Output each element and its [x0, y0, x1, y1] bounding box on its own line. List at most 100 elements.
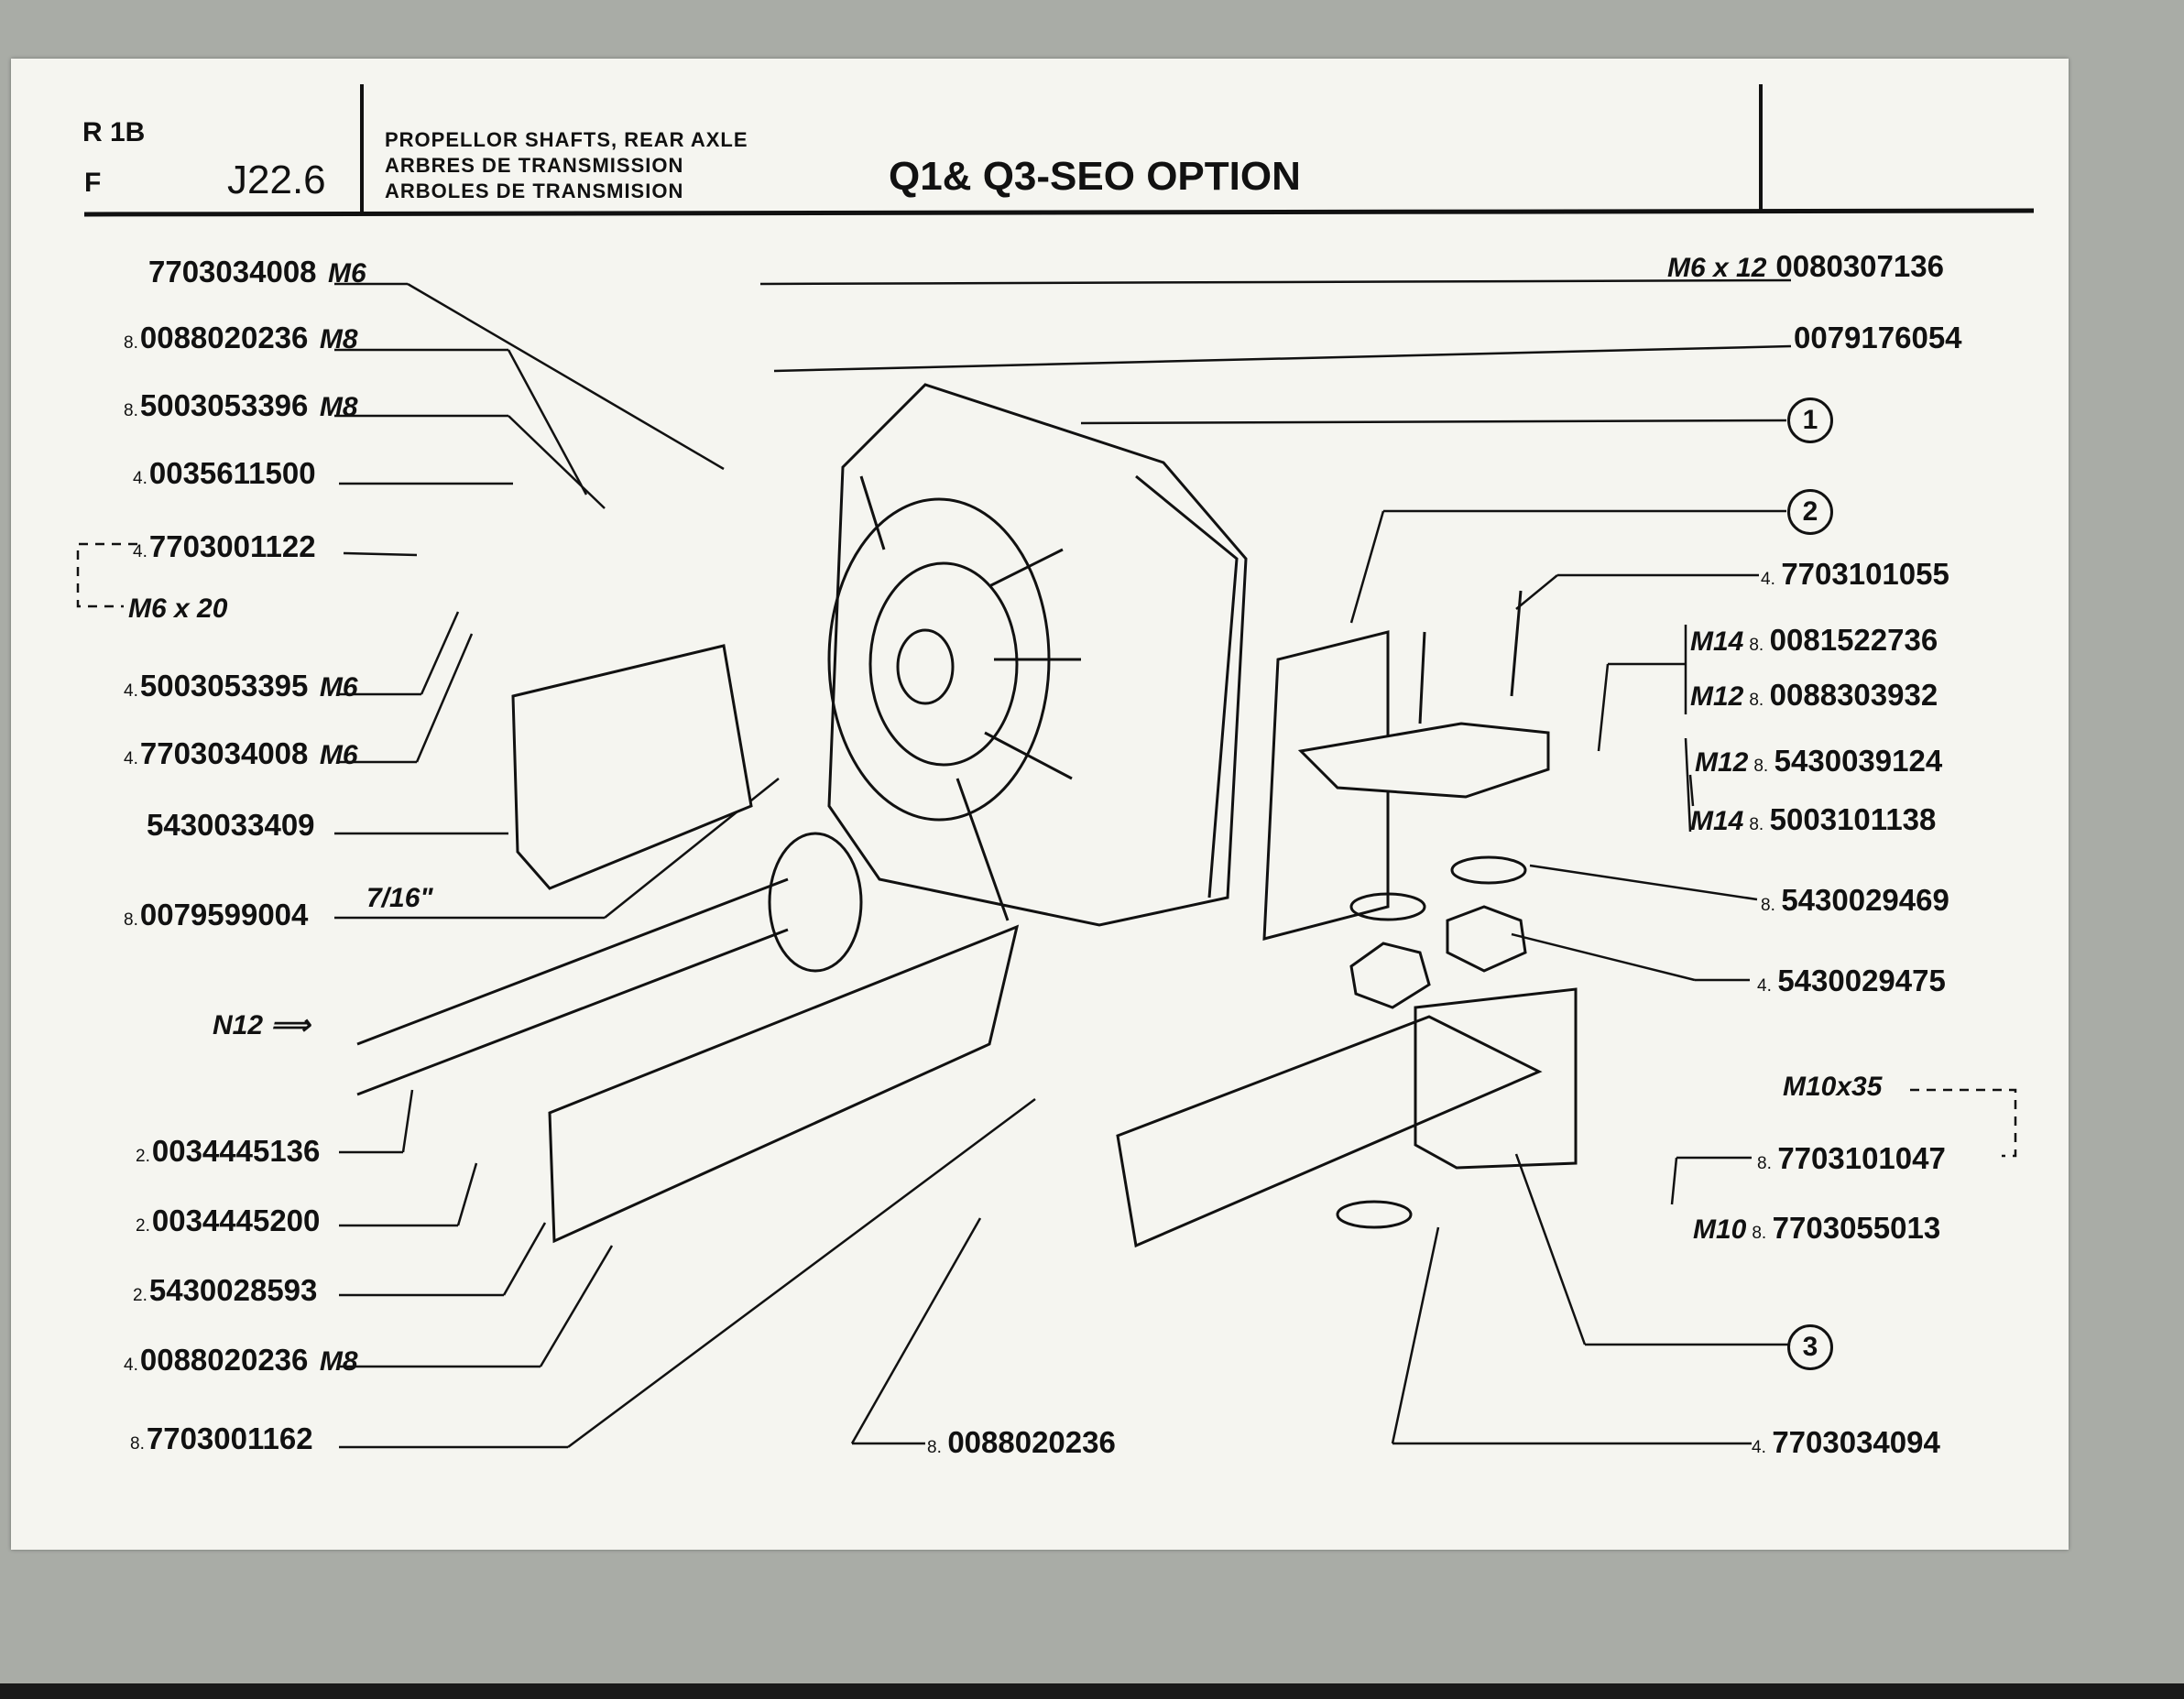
part-qty: 4.: [124, 749, 138, 768]
part-spec: M12: [1695, 747, 1749, 778]
right-part-row: 0079176054: [1794, 321, 1962, 355]
nut-spec-label: N12: [213, 1010, 264, 1040]
part-qty: 8.: [1749, 636, 1764, 655]
part-number: 0080307136: [1775, 249, 1944, 283]
nut-spec: N12 ⟹: [213, 1009, 310, 1041]
part-qty: 8.: [124, 333, 138, 353]
part-number: 5430029475: [1777, 964, 1946, 997]
part-qty: 8.: [1749, 815, 1764, 834]
left-part-row: 7703034008 M6: [147, 255, 366, 289]
part-qty: 8.: [1757, 1154, 1772, 1173]
subtitle-english: PROPELLOR SHAFTS, REAR AXLE: [385, 128, 748, 151]
part-qty: 2.: [136, 1216, 150, 1236]
part-spec: M14: [1690, 806, 1744, 836]
part-qty: 4.: [1752, 1438, 1766, 1457]
part-number: 0088020236: [139, 321, 309, 354]
mount-drawing: [1116, 855, 1578, 1248]
left-part-row: 8.0079599004: [124, 898, 308, 932]
part-spec: M6: [327, 258, 366, 289]
left-part-row: 4.7703034008 M6: [124, 736, 358, 771]
part-number: 5003053395: [139, 669, 309, 702]
part-number: 7703055013: [1772, 1211, 1941, 1245]
page-reference: J22.6: [227, 158, 326, 202]
part-spec: M8: [319, 324, 358, 354]
part-spec: M6 x 12: [1667, 253, 1767, 283]
part-number: 0035611500: [148, 456, 316, 490]
part-number: 5003101138: [1769, 802, 1937, 836]
variant-code: F: [84, 168, 102, 198]
part-spec: M6: [319, 740, 358, 770]
right-part-row: 4. 5430029475: [1757, 964, 1946, 998]
part-spec: M10: [1693, 1214, 1747, 1245]
part-qty: 8.: [130, 1434, 145, 1454]
part-qty: 4.: [133, 542, 147, 561]
part-spec: M8: [319, 1346, 358, 1377]
part-number: 5430033409: [147, 808, 315, 842]
part-number: 0088020236: [947, 1425, 1116, 1459]
right-part-row: M14 8. 5003101138: [1690, 802, 1936, 837]
right-part-row: 8. 7703101047: [1757, 1141, 1946, 1176]
part-number: 7703101047: [1777, 1141, 1946, 1175]
shaft-drawing: [356, 832, 1020, 1244]
page-title: Q1& Q3-SEO OPTION: [889, 154, 1301, 199]
subtitle-spanish: ARBOLES DE TRANSMISION: [385, 180, 684, 202]
part-number: 7703001122: [148, 529, 316, 563]
part-number: 5430028593: [148, 1273, 318, 1307]
right-part-row: M6 x 12 0080307136: [1667, 249, 1944, 284]
part-number: 5430039124: [1774, 744, 1943, 778]
part-qty: 2.: [133, 1286, 147, 1305]
right-part-row: 8. 5430029469: [1761, 883, 1949, 918]
subtitle-french: ARBRES DE TRANSMISSION: [385, 154, 684, 177]
part-qty: 4.: [124, 1356, 138, 1375]
part-number: 0034445200: [151, 1203, 321, 1237]
bolt-spec-right: M10x35: [1783, 1072, 1883, 1102]
left-part-row: 2.5430028593: [133, 1273, 317, 1308]
left-part-row: 2.0034445136: [136, 1134, 320, 1169]
part-qty: 8.: [1753, 757, 1769, 776]
callout-1: 1: [1787, 398, 1833, 443]
part-number: 5003053396: [139, 388, 309, 422]
part-qty: 2.: [136, 1147, 150, 1166]
part-qty: 8.: [124, 401, 138, 420]
left-part-row: 2.0034445200: [136, 1203, 320, 1238]
right-part-row: 4. 7703034094: [1752, 1425, 1940, 1460]
part-qty: 4.: [1761, 570, 1775, 589]
part-number: 7703034008: [148, 255, 317, 289]
left-part-row: 4.7703001122: [133, 529, 316, 564]
part-qty: 4.: [133, 469, 147, 488]
part-number: 0088020236: [139, 1343, 309, 1377]
left-part-row: 8.7703001162: [130, 1421, 313, 1456]
part-number: 0034445136: [151, 1134, 321, 1168]
part-qty: 4.: [124, 681, 138, 701]
bracket-drawing: [511, 590, 1550, 941]
part-number: 0088303932: [1769, 678, 1938, 712]
part-number: 0079176054: [1794, 321, 1962, 354]
right-part-row: M10 8. 7703055013: [1693, 1211, 1940, 1246]
part-qty: 8.: [927, 1438, 942, 1457]
part-number: 7703101055: [1781, 557, 1949, 591]
left-part-row: 8.0088020236 M8: [124, 321, 358, 355]
part-qty: 8.: [1749, 691, 1764, 710]
callout-2: 2: [1787, 489, 1833, 535]
part-qty: 4.: [1757, 976, 1772, 996]
part-number: 0081522736: [1769, 623, 1938, 657]
part-number: 7703034094: [1772, 1425, 1940, 1459]
left-part-row: 4.0088020236 M8: [124, 1343, 358, 1378]
part-number: 7703034008: [139, 736, 309, 770]
part-qty: 8.: [1752, 1224, 1767, 1243]
bolt-spec: M6 x 20: [128, 594, 228, 624]
part-spec-thread: 7/16": [366, 883, 433, 913]
part-number: 0079599004: [139, 898, 309, 931]
part-spec: M12: [1690, 681, 1744, 712]
left-part-row: 4.5003053395 M6: [124, 669, 358, 703]
part-number: 5430029469: [1781, 883, 1949, 917]
right-part-row: M12 8. 0088303932: [1690, 678, 1938, 713]
bottom-part-row: 8. 0088020236: [927, 1425, 1116, 1460]
part-spec: M8: [319, 392, 358, 422]
left-part-row: 5430033409: [147, 808, 315, 843]
left-part-row: 8.5003053396 M8: [124, 388, 358, 423]
model-code: R 1B: [82, 117, 146, 147]
